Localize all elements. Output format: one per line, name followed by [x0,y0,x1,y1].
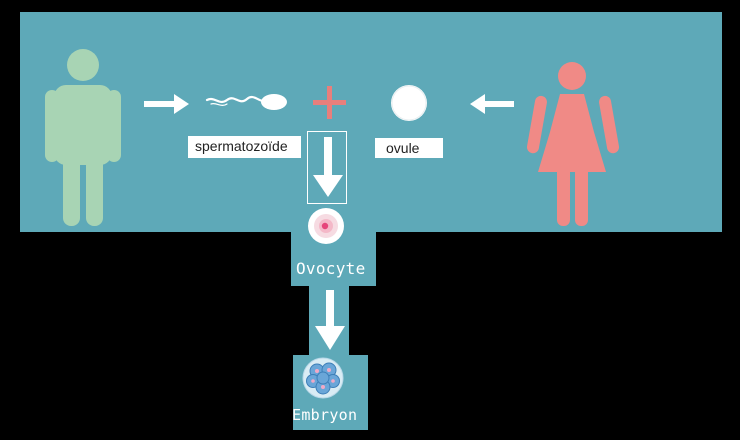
man-icon [45,49,121,226]
oocyte-icon [308,208,344,244]
egg-icon [391,85,427,121]
arrow-left-icon [470,94,514,114]
arrow-down-icon [315,290,345,350]
sperm-label: spermatozoïde [188,136,301,158]
ovule-label: ovule [375,138,443,158]
plus-icon [313,86,346,119]
embryon-label: Embryon [292,406,358,424]
woman-icon [526,62,620,226]
diagram-panel [20,12,722,232]
embryo-icon [302,357,344,399]
arrow-down-icon [313,137,343,197]
ovocyte-label: Ovocyte [296,259,366,278]
arrow-right-icon [144,94,189,114]
sperm-icon [205,94,287,110]
